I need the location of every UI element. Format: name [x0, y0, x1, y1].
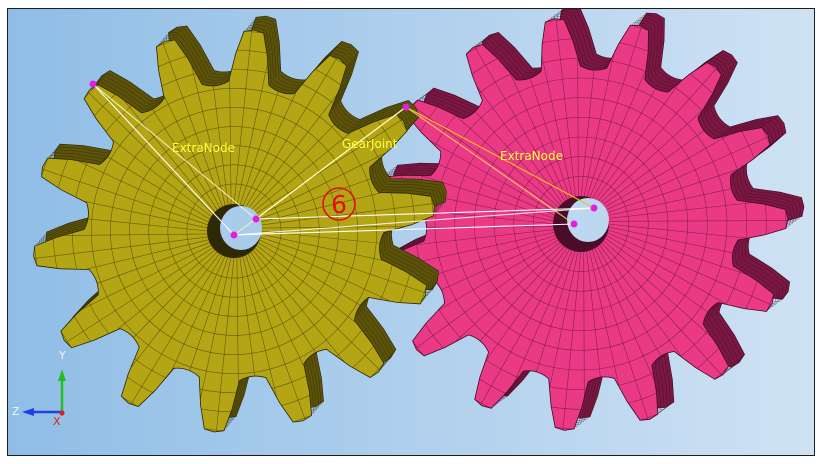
link-line-b[interactable]: [255, 207, 595, 220]
connector-lines: [92, 83, 595, 236]
triad-x-axis: [59, 410, 65, 416]
extra-node-line-right[interactable]: [405, 106, 595, 209]
extra-node-label-right: ExtraNode: [500, 149, 563, 163]
step-badge: 6: [322, 187, 356, 221]
gear-joint-line-b[interactable]: [233, 106, 407, 236]
gear-left-bore-opening: [220, 206, 262, 250]
node-gear-joint-top[interactable]: [402, 103, 410, 111]
triad-z-arrow: [22, 408, 34, 416]
node-right-center-b[interactable]: [570, 220, 578, 228]
graphics-viewport[interactable]: ExtraNode GearJoint ExtraNode 6 Y Z X: [7, 8, 815, 456]
extra-node-label-left: ExtraNode: [172, 141, 235, 155]
link-line-c[interactable]: [233, 207, 595, 236]
node-extra-left-top[interactable]: [89, 80, 97, 88]
nodes: [89, 80, 598, 239]
triad-x-label: X: [53, 415, 61, 428]
gear-joint-label: GearJoint: [342, 137, 398, 151]
extra-node-line-right-2[interactable]: [405, 106, 575, 225]
extra-node-line-left-2[interactable]: [92, 83, 257, 220]
triad-z-label: Z: [12, 405, 20, 418]
step-badge-number: 6: [331, 190, 347, 219]
gear-left[interactable]: [8, 9, 474, 455]
gear-right[interactable]: [335, 9, 814, 455]
triad-y-arrow: [58, 369, 66, 381]
node-left-center-b[interactable]: [230, 231, 238, 239]
node-left-center-a[interactable]: [252, 215, 260, 223]
triad-y-label: Y: [58, 349, 66, 362]
link-line-a[interactable]: [233, 223, 575, 236]
extra-node-line-left[interactable]: [92, 83, 235, 236]
axis-triad: Y Z X: [12, 349, 66, 428]
node-right-center-a[interactable]: [590, 204, 598, 212]
